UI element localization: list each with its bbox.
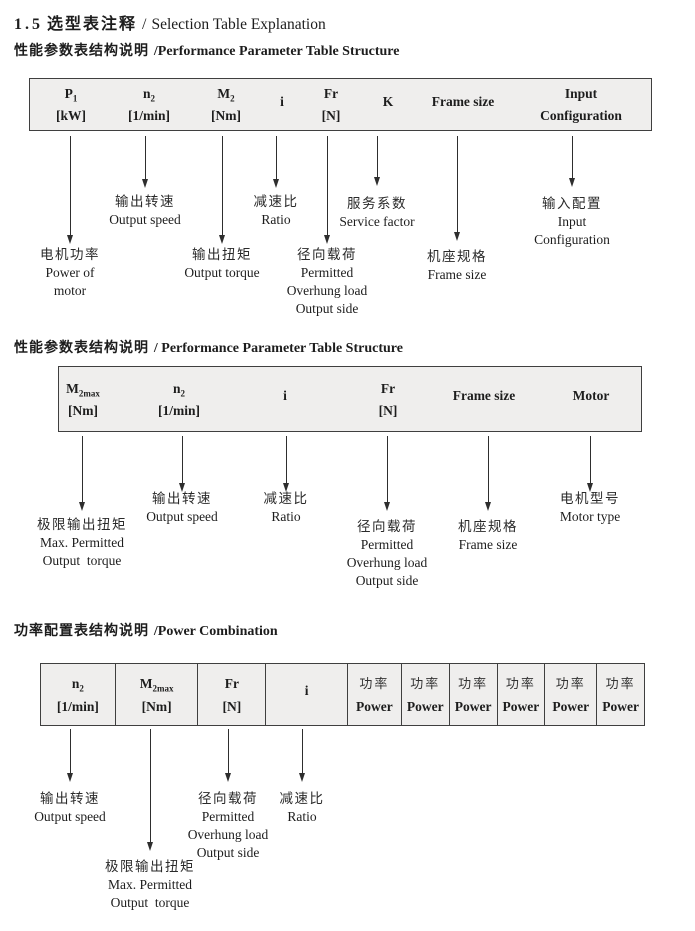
down-arrow-icon	[178, 436, 185, 492]
table-column-power: 功率 Power	[544, 664, 596, 725]
table-column-n2: n2 [1/min]	[128, 86, 170, 123]
table-column-m2max: M2max [Nm]	[66, 380, 100, 418]
label-output-speed: 输出转速 Output speed	[146, 491, 218, 524]
down-arrow-icon	[224, 729, 231, 782]
power-combination-table: n2 [1/min] M2max [Nm] Fr [N] i 功率 Power …	[40, 663, 645, 726]
performance-table-2: M2max [Nm] n2 [1/min] i Fr [N] Frame siz…	[58, 366, 642, 432]
down-arrow-icon	[298, 729, 305, 782]
table-column-power: 功率 Power	[346, 664, 401, 725]
table-column-i: i	[283, 388, 287, 403]
table-column-fr: Fr [N]	[378, 380, 398, 418]
down-arrow-icon	[272, 136, 279, 188]
label-overhung-load: 径向载荷 Permitted Overhung load Output side	[346, 519, 428, 588]
label-ratio: 减速比 Ratio	[253, 194, 299, 227]
label-motor-type: 电机型号 Motor type	[559, 491, 621, 524]
table-column-n2: n2 [1/min]	[56, 675, 99, 714]
table-column-power: 功率 Power	[400, 664, 449, 725]
down-arrow-icon	[373, 136, 380, 186]
label-service-factor: 服务系数 Service factor	[339, 196, 415, 229]
table-column-fr: Fr [N]	[197, 664, 265, 725]
label-max-permitted-output-torque: 极限输出扭矩 Max. Permitted Output torque	[105, 859, 195, 910]
section-3-heading: 功率配置表结构说明 /Power Combination	[14, 622, 278, 639]
section-number: 1.5	[14, 16, 43, 33]
table-column-i: i	[280, 93, 284, 109]
table-column-n2: n2 [1/min]	[158, 380, 200, 418]
down-arrow-icon	[141, 136, 148, 188]
down-arrow-icon	[383, 436, 390, 511]
table-column-k: K	[382, 93, 394, 109]
title-separator: /	[142, 16, 147, 33]
table-column-power: 功率 Power	[496, 664, 545, 725]
down-arrow-icon	[568, 136, 575, 187]
table-column-frame-size: Frame size	[431, 93, 495, 109]
down-arrow-icon	[66, 729, 73, 782]
title-english: Selection Table Explanation	[151, 16, 326, 33]
down-arrow-icon	[323, 136, 330, 244]
label-max-permitted-output-torque: 极限输出扭矩 Max. Permitted Output torque	[37, 517, 127, 568]
down-arrow-icon	[586, 436, 593, 492]
table-column-i: i	[265, 664, 347, 725]
table-column-m2max: M2max [Nm]	[114, 664, 198, 725]
title-chinese: 选型表注释	[47, 16, 138, 33]
label-ratio: 减速比 Ratio	[279, 791, 325, 824]
label-power-of-motor: 电机功率 Power of motor	[40, 247, 100, 298]
table-column-input-configuration: Input Configuration	[540, 86, 622, 123]
label-overhung-load: 径向载荷 Permitted Overhung load Output side	[286, 247, 368, 316]
down-arrow-icon	[282, 436, 289, 492]
down-arrow-icon	[484, 436, 491, 511]
table-column-p1: P1 [kW]	[56, 86, 86, 123]
down-arrow-icon	[218, 136, 225, 244]
section-2-heading: 性能参数表结构说明 / Performance Parameter Table …	[14, 339, 403, 356]
label-output-speed: 输出转速 Output speed	[109, 194, 181, 227]
table-column-fr: Fr [N]	[321, 86, 341, 123]
down-arrow-icon	[453, 136, 460, 241]
performance-table-1: P1 [kW] n2 [1/min] M2 [Nm] i Fr [N] K Fr…	[29, 78, 652, 131]
table-column-power: 功率 Power	[448, 664, 497, 725]
label-frame-size: 机座规格 Frame size	[427, 249, 487, 282]
table-column-power: 功率 Power	[596, 664, 644, 725]
table-column-motor: Motor	[572, 388, 610, 403]
label-frame-size: 机座规格 Frame size	[458, 519, 518, 552]
down-arrow-icon	[78, 436, 85, 511]
table-column-frame-size: Frame size	[452, 388, 516, 403]
label-input-configuration: 输入配置 Input Configuration	[534, 196, 610, 247]
label-output-torque: 输出扭矩 Output torque	[184, 247, 260, 280]
table-column-m2: M2 [Nm]	[211, 86, 241, 123]
label-overhung-load: 径向载荷 Permitted Overhung load Output side	[187, 791, 269, 860]
label-ratio: 减速比 Ratio	[263, 491, 309, 524]
section-1-heading: 性能参数表结构说明 /Performance Parameter Table S…	[14, 42, 400, 59]
label-output-speed: 输出转速 Output speed	[34, 791, 106, 824]
down-arrow-icon	[66, 136, 73, 244]
down-arrow-icon	[146, 729, 153, 851]
